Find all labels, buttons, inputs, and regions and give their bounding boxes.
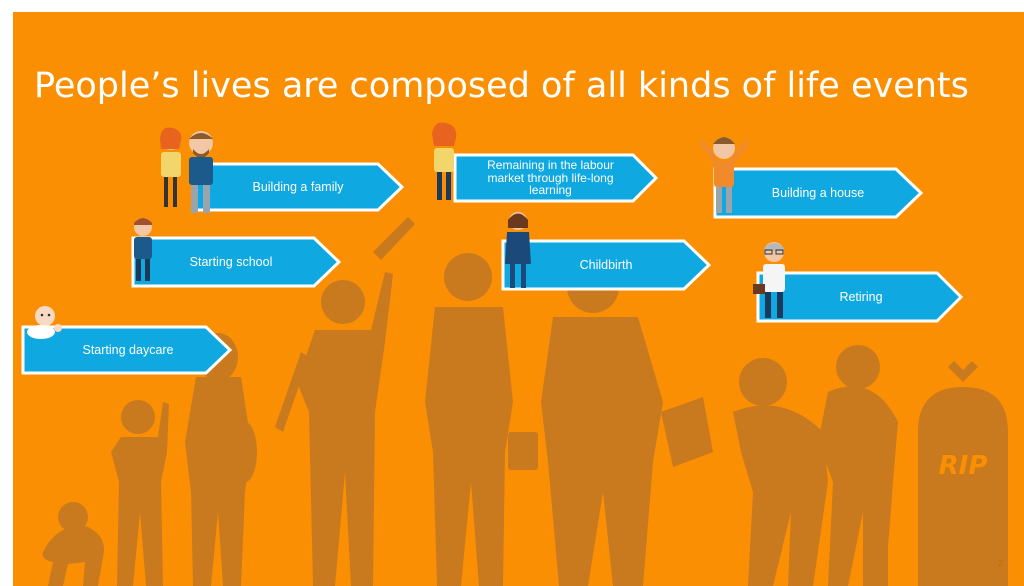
adult-silhouette: [425, 253, 538, 586]
event-label: Childbirth: [579, 257, 633, 272]
event-label: Building a family: [252, 179, 344, 194]
life-event-retiring: Retiring: [756, 271, 964, 323]
event-label: Starting school: [189, 254, 273, 269]
life-event-starting-school: Starting school: [131, 236, 343, 288]
crawling-baby-silhouette: [42, 502, 104, 586]
arrow-shape: [756, 271, 964, 323]
life-event-building-a-family: Building a family: [193, 162, 405, 212]
couple-icon: [160, 127, 213, 213]
event-label: Retiring: [839, 289, 883, 304]
page-title: People’s lives are composed of all kinds…: [34, 66, 969, 106]
woman-icon: [432, 122, 457, 200]
young-man-silhouette: [275, 217, 415, 586]
arrow-shape: [131, 236, 342, 288]
businesswoman-icon: [505, 212, 531, 288]
arrow-shape: [501, 239, 712, 291]
life-event-starting-daycare: Starting daycare: [21, 325, 233, 375]
page-number: 2: [998, 558, 1004, 568]
cheering-man-icon: [699, 137, 749, 213]
older-man-silhouette: [733, 358, 828, 586]
tombstone-text: RIP: [939, 451, 988, 481]
elderly-man-icon: [753, 242, 785, 318]
middle-aged-silhouette: [541, 261, 713, 586]
slide-background: RIP People’s lives are composed of all k…: [13, 12, 1024, 586]
schoolboy-icon: [134, 218, 152, 281]
toddler-silhouette: [111, 400, 169, 586]
life-event-life-long-learning: Remaining in the labour market through l…: [453, 153, 659, 203]
elderly-silhouette: [818, 345, 898, 586]
arrow-shape: [453, 153, 659, 203]
arrow-shape: [713, 167, 924, 219]
event-label: Remaining in the labour market through l…: [487, 158, 614, 198]
event-label: Building a house: [771, 185, 865, 200]
event-label: Starting daycare: [82, 342, 174, 357]
arrow-shape: [21, 325, 233, 375]
life-event-building-a-house: Building a house: [713, 167, 925, 219]
life-event-childbirth: Childbirth: [501, 239, 713, 291]
baby-icon: [27, 306, 62, 339]
